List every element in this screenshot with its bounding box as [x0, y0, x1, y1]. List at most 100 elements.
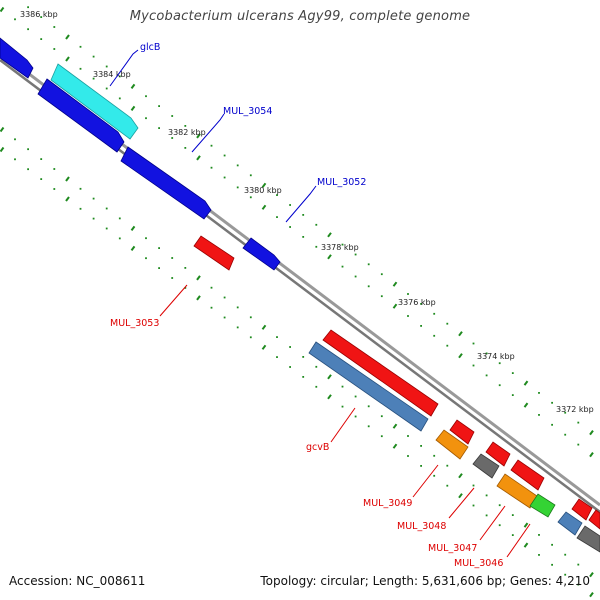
gene-reverse-small-3[interactable]	[510, 459, 545, 491]
gene-glcB[interactable]	[50, 63, 139, 140]
gene-label-MUL-3046[interactable]: MUL_3046	[454, 558, 503, 569]
scale-tick-minor	[276, 216, 278, 218]
gene-label-MUL-3047[interactable]: MUL_3047	[428, 543, 477, 554]
gene-MUL-3046[interactable]	[529, 493, 556, 518]
scale-tick-major	[523, 542, 529, 548]
scale-tick-minor	[184, 147, 187, 149]
scale-tick-major	[392, 303, 398, 309]
scale-tick-major	[130, 105, 136, 112]
gene-gcvB[interactable]	[308, 341, 429, 432]
scale-label: 3378 kbp	[321, 243, 359, 252]
accession-text: Accession: NC_008611	[9, 574, 146, 588]
scale-tick-major	[327, 232, 332, 238]
scale-tick-minor	[433, 474, 436, 477]
scale-tick-minor	[380, 295, 383, 298]
scale-tick-minor	[485, 514, 488, 517]
scale-tick-minor	[145, 237, 147, 240]
scale-tick-minor	[289, 366, 291, 368]
scale-tick-minor	[145, 117, 147, 120]
scale-tick-minor	[27, 148, 29, 151]
scale-tick-minor	[171, 257, 174, 259]
scale-tick-major	[65, 196, 70, 202]
scale-tick-major	[130, 83, 136, 90]
scale-tick-minor	[341, 405, 344, 408]
scale-tick-major	[327, 394, 332, 400]
gene-reverse-small-2[interactable]	[485, 441, 511, 467]
scale-tick-minor	[407, 435, 409, 437]
scale-tick-minor	[40, 178, 43, 180]
scale-tick-minor	[289, 226, 291, 228]
scale-tick-minor	[210, 166, 213, 169]
scale-tick-minor	[79, 45, 82, 48]
scale-tick-minor	[79, 187, 82, 190]
gene-steelblue-small[interactable]	[557, 511, 583, 536]
scale-tick-minor	[433, 454, 436, 457]
scale-tick-minor	[105, 87, 108, 90]
gene-reverse-long[interactable]	[322, 329, 439, 417]
gene-MUL-3053[interactable]	[193, 235, 235, 271]
gene-label-glcB[interactable]: glcB	[140, 42, 160, 53]
gene-MUL-3049[interactable]	[435, 429, 469, 460]
scale-tick-minor	[105, 65, 108, 68]
gene-MUL-3054[interactable]	[37, 78, 125, 153]
scale-tick-minor	[446, 344, 449, 347]
gene-MUL-3052-a[interactable]	[120, 146, 212, 220]
scale-labels: 3386 kbp 3384 kbp 3382 kbp 3380 kbp 3378…	[20, 10, 594, 414]
scale-tick-major	[196, 133, 201, 139]
gene-label-MUL-3053[interactable]: MUL_3053	[110, 318, 159, 329]
scale-tick-minor	[53, 26, 56, 28]
scale-tick-minor	[498, 384, 501, 387]
scale-tick-minor	[92, 55, 95, 58]
scale-tick-major	[0, 146, 5, 153]
scale-tick-minor	[249, 336, 252, 339]
scale-tick-major	[130, 245, 136, 251]
scale-tick-minor	[223, 176, 226, 179]
scale-tick-major	[327, 254, 332, 260]
scale-tick-major	[392, 423, 398, 429]
scale-tick-major	[65, 176, 70, 182]
scale-tick-minor	[538, 534, 540, 536]
scale-tick-minor	[446, 322, 449, 325]
scale-tick-minor	[79, 207, 82, 210]
scale-tick-minor	[420, 465, 422, 467]
scale-tick-major	[0, 6, 5, 13]
scale-tick-major	[196, 295, 201, 301]
scale-tick-major	[589, 430, 594, 436]
scale-tick-minor	[511, 394, 514, 396]
gene-grey-edge[interactable]	[576, 525, 600, 553]
gene-reverse-small-4[interactable]	[571, 498, 593, 521]
topology-text: Topology: circular; Length: 5,631,606 bp…	[260, 574, 590, 588]
scale-tick-minor	[472, 342, 475, 345]
gene-MUL-3052[interactable]	[242, 237, 281, 271]
scale-tick-minor	[40, 16, 43, 18]
gene-forward-1[interactable]	[0, 37, 34, 79]
scale-tick-minor	[511, 514, 514, 516]
scale-tick-minor	[210, 286, 213, 289]
scale-tick-minor	[210, 144, 213, 147]
scale-tick-minor	[577, 583, 580, 586]
scale-tick-minor	[158, 247, 160, 249]
scale-tick-minor	[341, 385, 344, 388]
scale-tick-minor	[407, 455, 409, 457]
gene-label-MUL-3054[interactable]: MUL_3054	[223, 106, 272, 117]
scale-label: 3384 kbp	[93, 70, 131, 79]
scale-tick-minor	[538, 392, 540, 394]
scale-tick-minor	[210, 306, 213, 309]
scale-tick-minor	[472, 484, 475, 487]
gene-reverse-small-1[interactable]	[449, 419, 475, 445]
gene-label-MUL-3052[interactable]: MUL_3052	[317, 177, 366, 188]
gene-label-MUL-3048[interactable]: MUL_3048	[397, 521, 446, 532]
scale-tick-minor	[92, 77, 95, 80]
scale-label: 3386 kbp	[20, 10, 58, 19]
scale-label: 3374 kbp	[477, 352, 515, 361]
scale-tick-minor	[236, 164, 239, 167]
gene-label-MUL-3049[interactable]: MUL_3049	[363, 498, 412, 509]
scale-tick-minor	[302, 376, 305, 378]
scale-tick-minor	[354, 253, 357, 256]
scale-tick-major	[392, 281, 398, 287]
gene-label-gcvB[interactable]: gcvB	[306, 442, 329, 453]
gene-reverse-edge[interactable]	[588, 509, 600, 530]
scale-tick-minor	[485, 352, 488, 355]
scale-tick-minor	[158, 127, 160, 129]
gene-MUL-3048[interactable]	[472, 453, 500, 479]
